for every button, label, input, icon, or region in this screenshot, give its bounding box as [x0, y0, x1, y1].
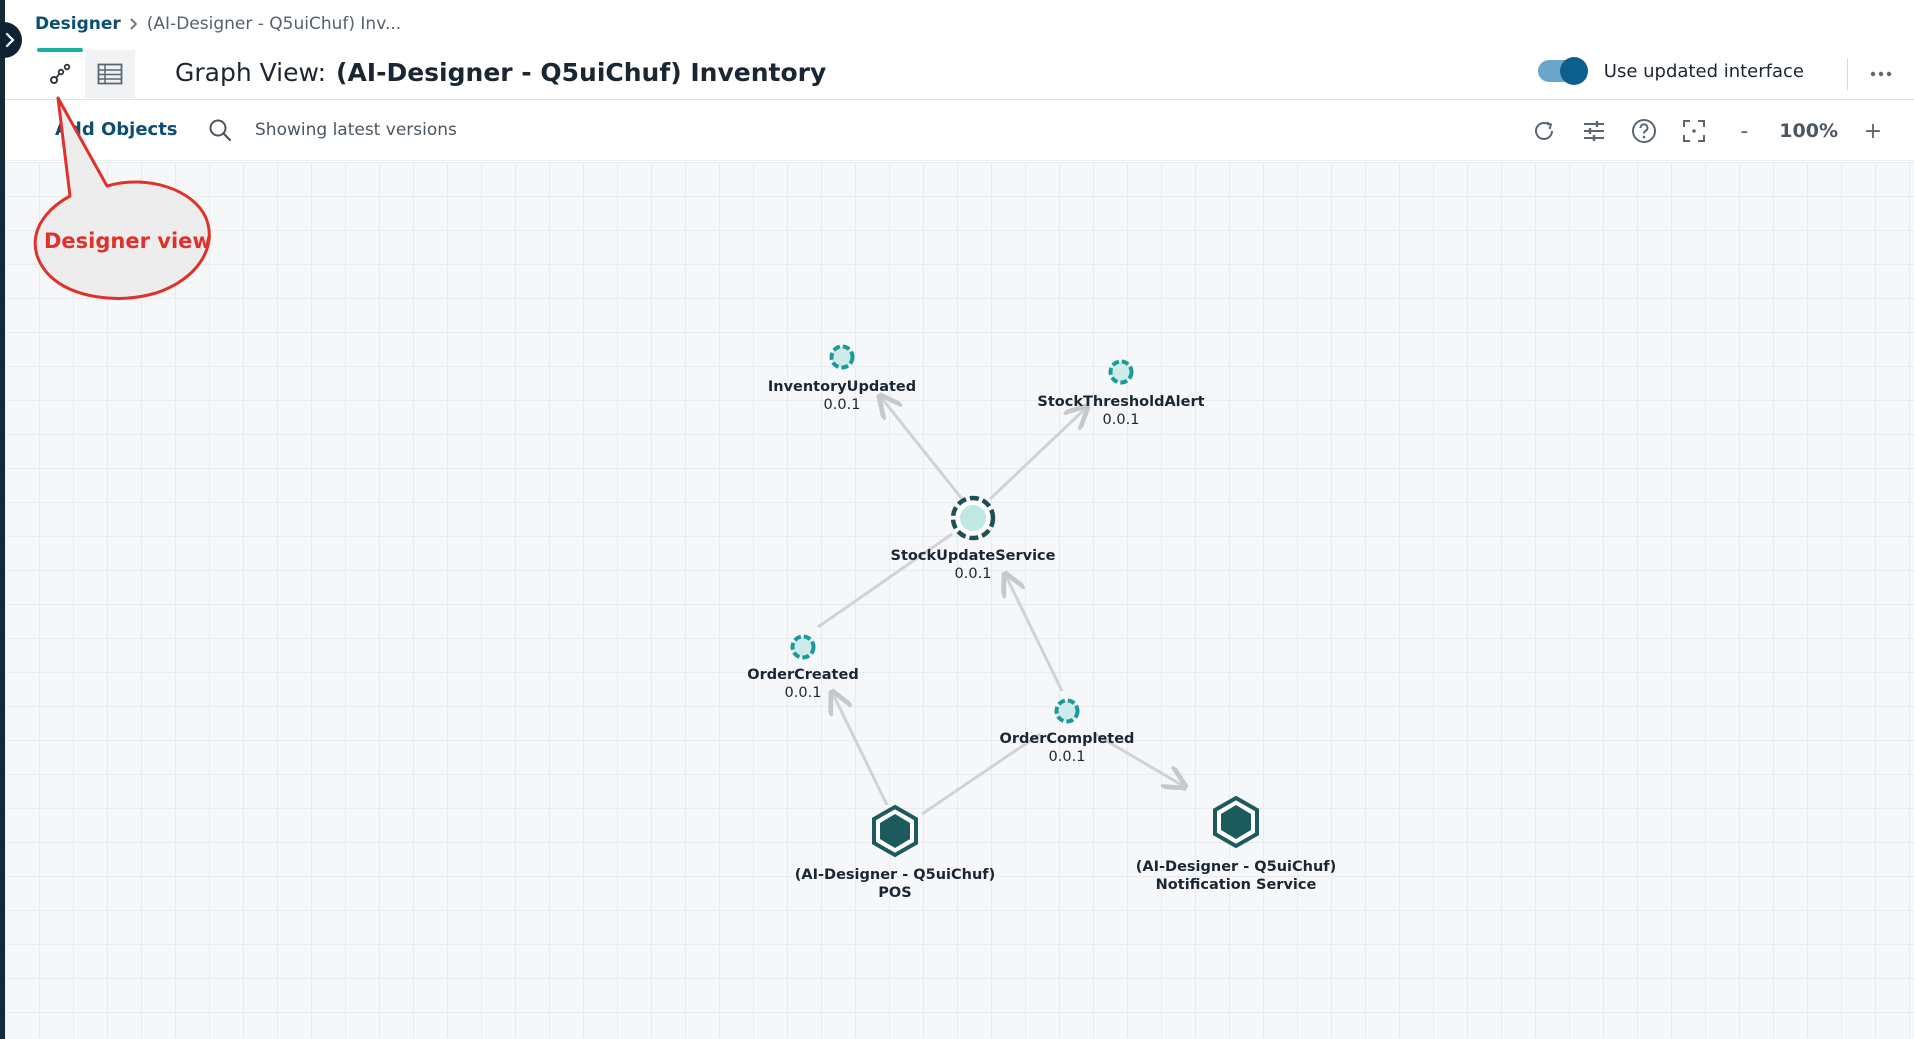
page-title-prefix: Graph View: [175, 58, 327, 87]
page-header: Designer (AI-Designer - Q5uiChuf) Inv... [5, 0, 1914, 100]
order-completed-label: OrderCompleted 0.0.1 [999, 731, 1135, 765]
chevron-right-icon [5, 32, 15, 48]
search-icon[interactable] [205, 115, 235, 145]
header-divider [1847, 58, 1848, 90]
zoom-out-button[interactable]: - [1740, 118, 1749, 144]
chevron-right-icon [129, 17, 139, 31]
graph-toolbar: Add Objects Showing latest versions - 10… [5, 101, 1914, 161]
edge-order-created-to-service [817, 532, 953, 629]
add-objects-button[interactable]: Add Objects [55, 119, 178, 140]
graph-view-tab[interactable] [35, 48, 85, 98]
stock-update-service-label: StockUpdateService 0.0.1 [890, 548, 1056, 582]
stock-update-service-node[interactable] [950, 495, 996, 541]
showing-versions-text: Showing latest versions [255, 120, 457, 140]
table-icon [97, 63, 123, 85]
designer-view-callout-text: Designer view [44, 229, 212, 253]
help-icon[interactable] [1619, 113, 1669, 149]
graph-nodes-icon [50, 63, 71, 84]
edge-pos-to-order-completed [921, 732, 1041, 816]
updated-interface-toggle[interactable] [1537, 57, 1588, 85]
inventory-updated-label: InventoryUpdated 0.0.1 [767, 379, 917, 413]
edge-service-to-stock-threshold-alert [988, 407, 1087, 501]
filter-sliders-icon[interactable] [1569, 113, 1619, 149]
order-created-label: OrderCreated 0.0.1 [747, 667, 859, 701]
toggle-knob [1559, 57, 1588, 85]
pos-application-node[interactable] [872, 804, 918, 858]
zoom-in-button[interactable]: + [1863, 118, 1883, 144]
updated-interface-toggle-group: Use updated interface [1537, 57, 1804, 85]
designer-view-callout [33, 96, 211, 300]
edge-pos-to-order-created [832, 692, 889, 806]
notification-service-application-node[interactable] [1213, 795, 1259, 849]
zoom-level: 100% [1779, 120, 1838, 142]
refresh-icon[interactable] [1519, 113, 1569, 149]
view-switcher [35, 48, 135, 98]
graph-canvas[interactable]: InventoryUpdated 0.0.1 StockThresholdAle… [5, 162, 1914, 1039]
more-options-icon[interactable] [1866, 60, 1896, 88]
stock-threshold-alert-label: StockThresholdAlert 0.0.1 [1037, 394, 1205, 428]
breadcrumb-designer-link[interactable]: Designer [35, 14, 121, 34]
graph-edges [790, 344, 1259, 858]
table-view-tab[interactable] [85, 50, 135, 98]
edge-order-completed-to-service [1005, 574, 1064, 692]
inventory-updated-node[interactable] [829, 344, 855, 370]
stock-threshold-alert-node[interactable] [1108, 359, 1134, 385]
pos-application-label: (AI-Designer - Q5uiChuf) POS [794, 867, 996, 901]
notification-service-label: (AI-Designer - Q5uiChuf) Notification Se… [1135, 859, 1337, 893]
expand-sidebar-button[interactable] [0, 22, 22, 58]
left-rail [0, 0, 5, 1039]
breadcrumb-current: (AI-Designer - Q5uiChuf) Inv... [146, 14, 402, 34]
page-title-name: (AI-Designer - Q5uiChuf) Inventory [336, 58, 827, 87]
order-completed-node[interactable] [1054, 698, 1080, 724]
page-title: Graph View: (AI-Designer - Q5uiChuf) Inv… [175, 58, 826, 87]
graph-tools: - 100% + [1519, 113, 1898, 149]
breadcrumb: Designer (AI-Designer - Q5uiChuf) Inv... [35, 14, 401, 34]
edge-service-to-inventory-updated [880, 396, 964, 500]
order-created-node[interactable] [790, 634, 816, 660]
fit-to-screen-icon[interactable] [1669, 113, 1719, 149]
edge-order-completed-to-notification [1094, 732, 1185, 787]
updated-interface-label: Use updated interface [1603, 60, 1804, 82]
